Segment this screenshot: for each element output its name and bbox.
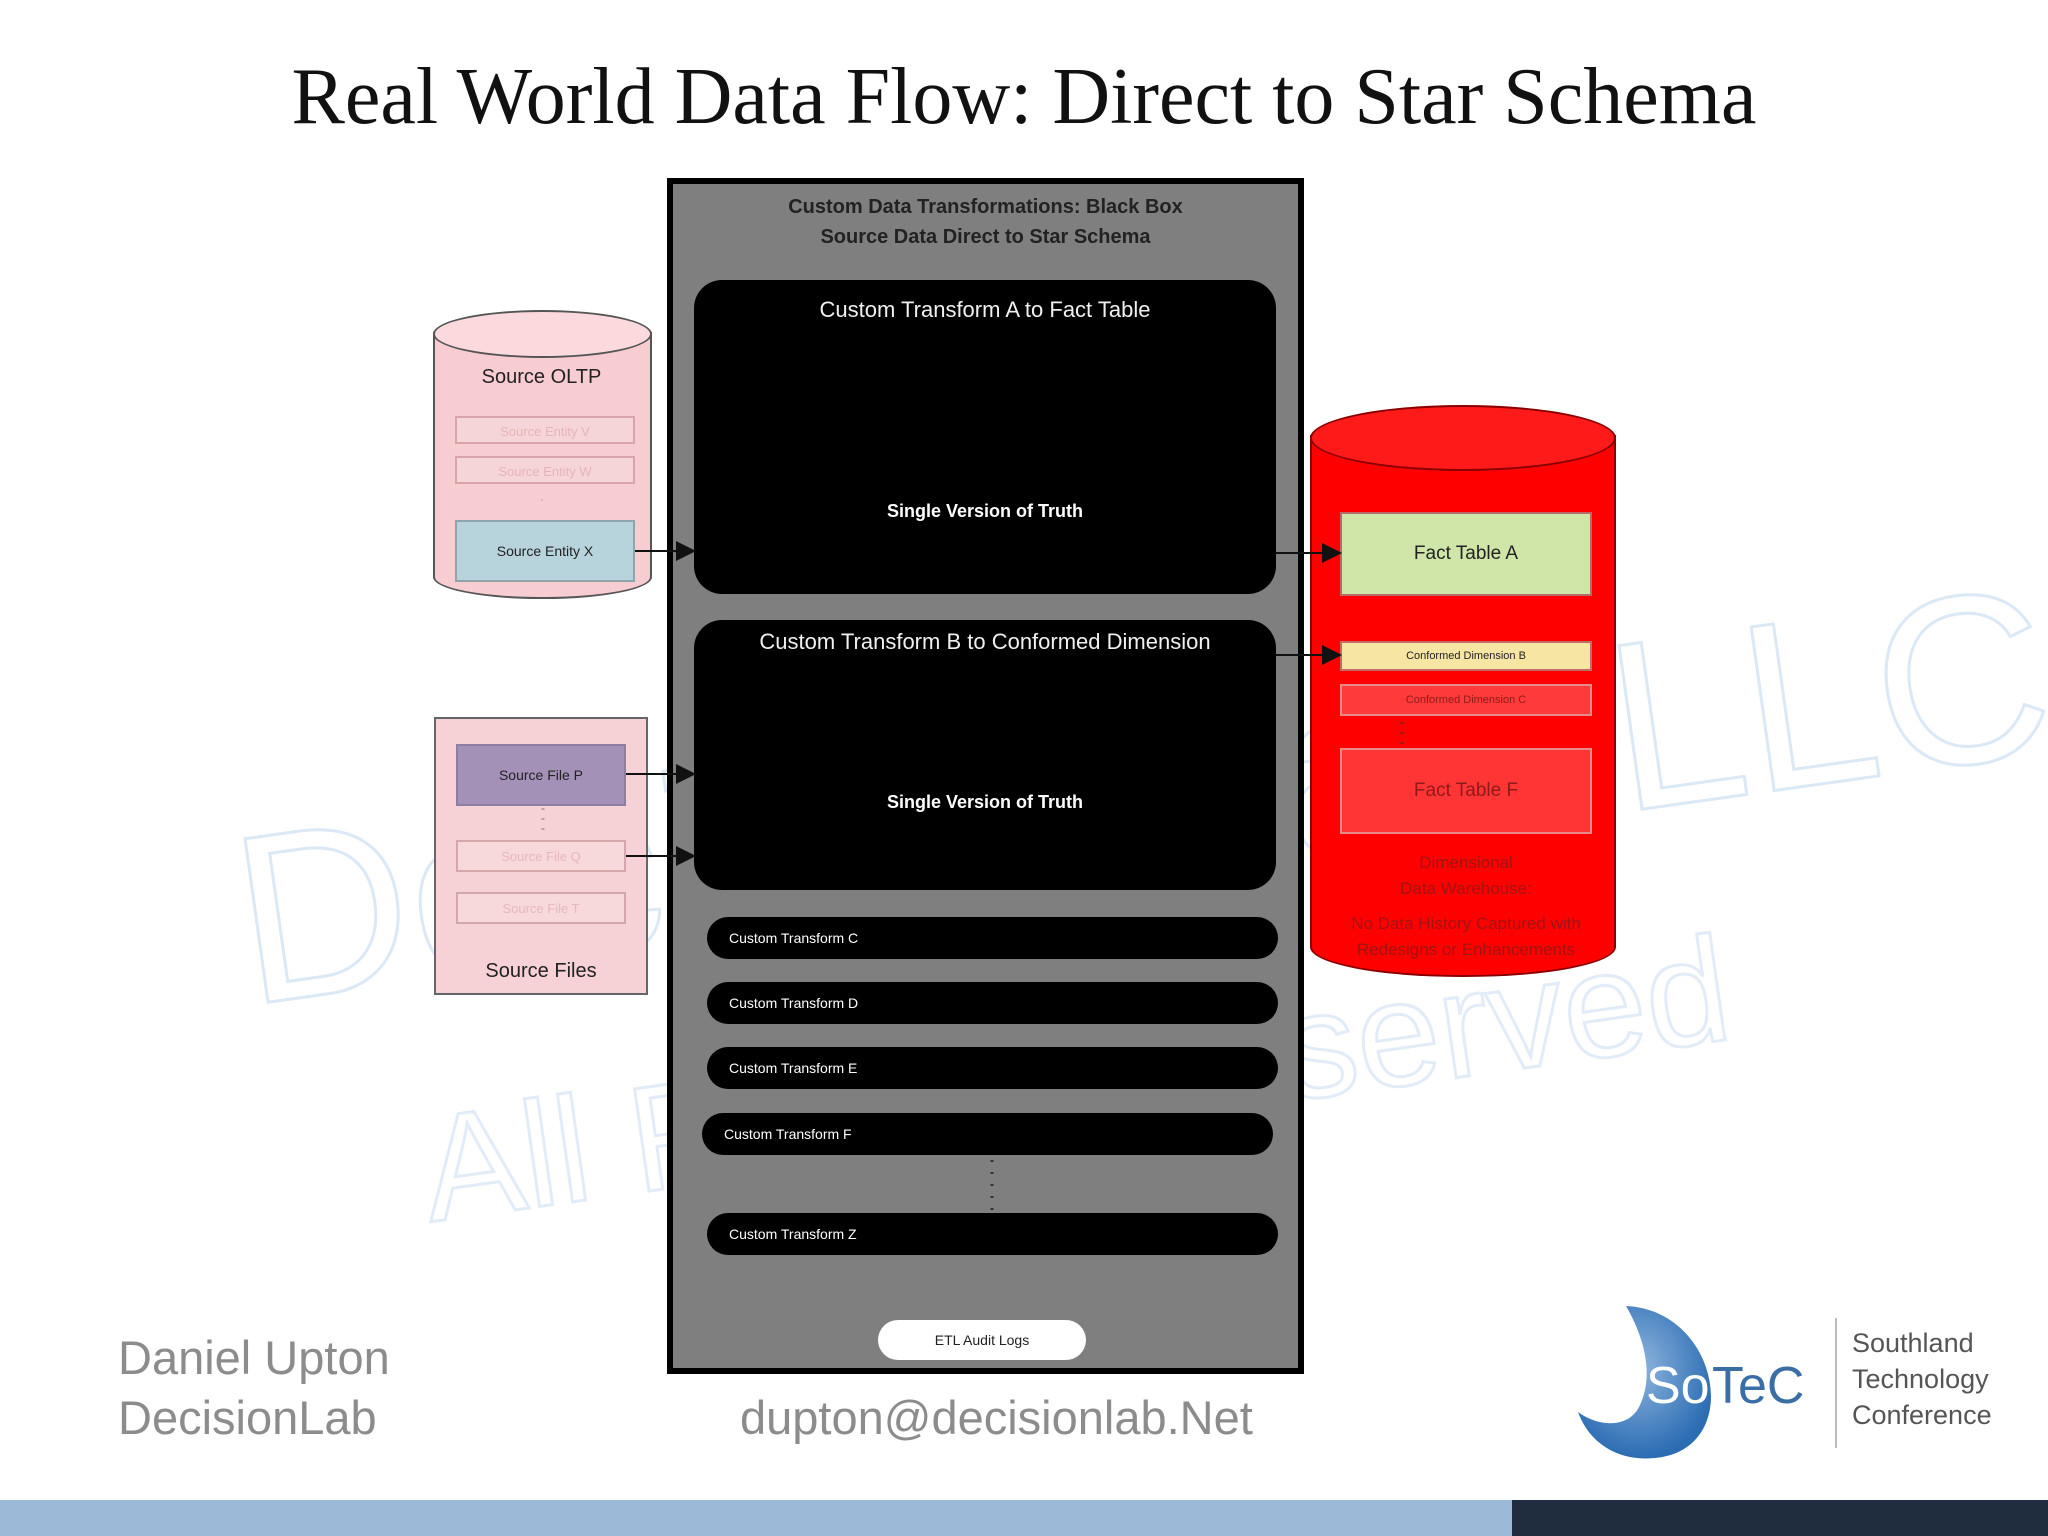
logo-divider [1835,1318,1837,1448]
transform-e: Custom Transform E [707,1047,1278,1089]
source-files-label: Source Files [485,960,597,982]
fact-table-a: Fact Table A [1340,512,1592,596]
transform-b-title: Custom Transform B to Conformed Dimensio… [759,629,1211,654]
conference-line2: Technology [1852,1364,1989,1394]
sotec-logo-tec: TeC [1712,1357,1804,1415]
warehouse-note-line2: Data Warehouse: [1400,879,1532,898]
transform-b-subtitle: Single Version of Truth [886,792,1084,812]
transform-d: Custom Transform D [707,982,1278,1024]
warehouse-note-line1: Dimensional [1419,853,1513,872]
transform-a-block [694,280,1276,594]
fact-table-f: Fact Table F [1340,748,1592,834]
source-file-t: Source File T [456,892,626,924]
entity-ellipsis: . [540,488,544,504]
conference-line1: Southland [1852,1328,1974,1358]
source-entity-w: Source Entity W [455,456,635,484]
black-box-header-line2: Source Data Direct to Star Schema [820,226,1151,248]
conference-line3: Conference [1852,1400,1992,1430]
footer-bar-dark [1512,1500,2048,1536]
etl-audit-logs: ETL Audit Logs [878,1320,1086,1360]
transform-a-subtitle: Single Version of Truth [886,501,1084,521]
transform-c: Custom Transform C [707,917,1278,959]
source-oltp-label: Source OLTP [481,366,602,388]
footer-bar-light [0,1500,1512,1536]
warehouse-note-line4: Redesigns or Enhancements [1356,940,1576,959]
source-file-p: Source File P [456,744,626,806]
warehouse-note-line3: No Data History Captured with [1351,914,1581,933]
source-entity-x: Source Entity X [455,520,635,582]
transform-f: Custom Transform F [702,1113,1273,1155]
source-file-q: Source File Q [456,840,626,872]
sotec-swoosh-icon [1578,1306,1711,1459]
conformed-dimension-b: Conformed Dimension B [1340,641,1592,671]
author-org: DecisionLab [118,1391,377,1444]
sotec-logo-so: So [1646,1357,1710,1415]
black-box-header-line1: Custom Data Transformations: Black Box [788,196,1183,218]
transform-z: Custom Transform Z [707,1213,1278,1255]
transform-b-block [694,620,1276,890]
slide-title: Real World Data Flow: Direct to Star Sch… [291,53,1757,141]
transform-a-title: Custom Transform A to Fact Table [819,297,1151,322]
sotec-logo: So TeC [1578,1306,1804,1459]
source-entity-v: Source Entity V [455,416,635,444]
author-name: Daniel Upton [118,1331,390,1384]
author-email: dupton@decisionlab.Net [740,1391,1253,1444]
conformed-dimension-c: Conformed Dimension C [1340,684,1592,716]
